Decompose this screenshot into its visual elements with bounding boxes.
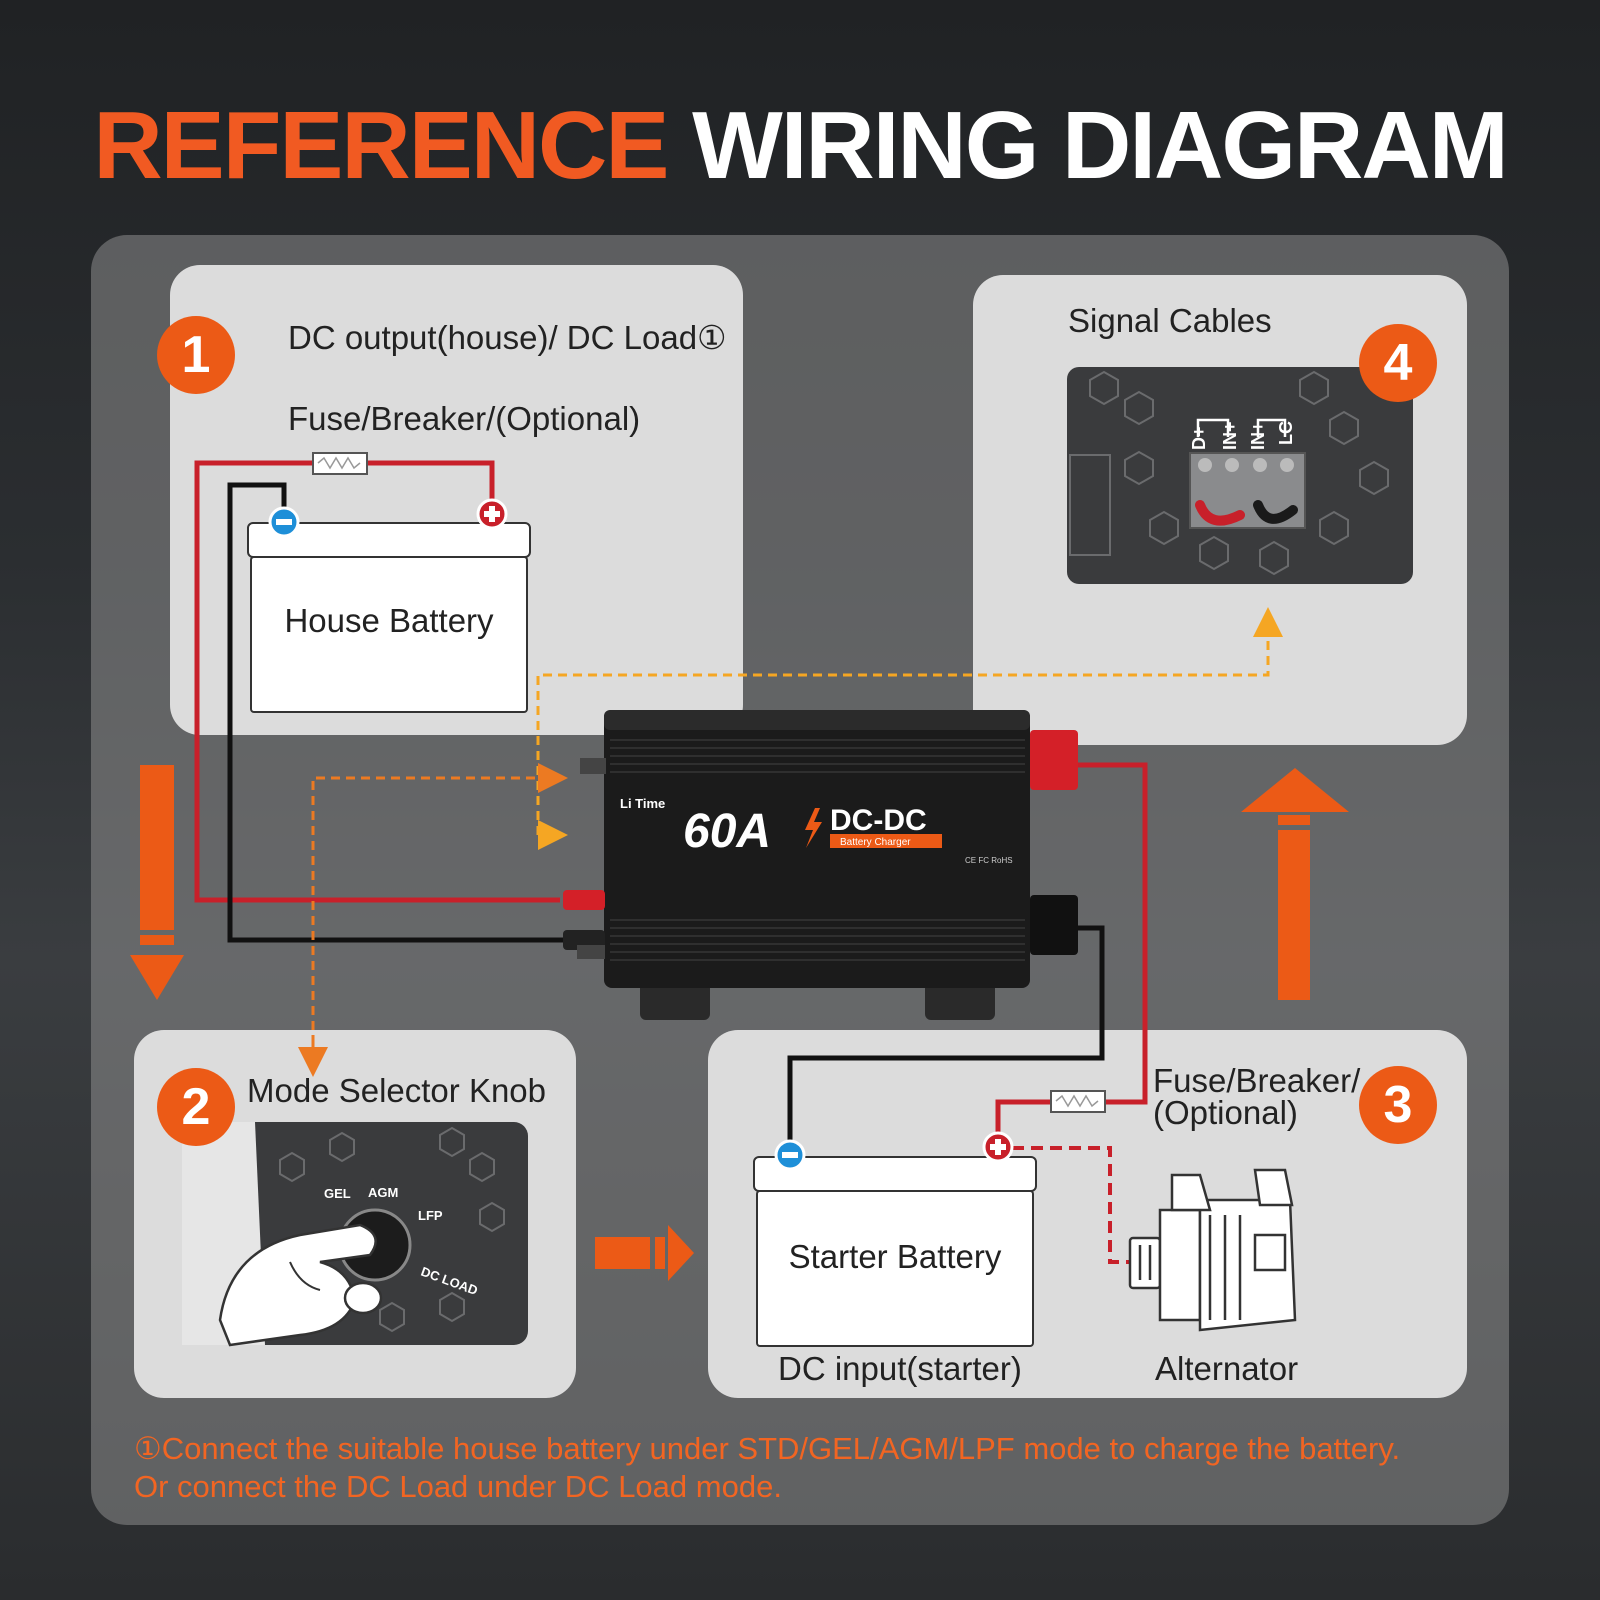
starter-positive-wire	[995, 762, 1148, 1143]
title-highlight: REFERENCE	[93, 92, 669, 199]
signal-terminal-image: D+ IN+ IN+ LC	[1067, 367, 1413, 584]
flow-arrow-down	[130, 765, 184, 1000]
starter-fuse-label-2: (Optional)	[1153, 1094, 1298, 1131]
page-title: REFERENCE WIRING DIAGRAM	[0, 98, 1600, 194]
device-brand: Li Time	[620, 796, 665, 811]
house-output-label: DC output(house)/ DC Load①	[288, 319, 727, 356]
starter-battery	[753, 1131, 1037, 1347]
terminal-lc: LC	[1276, 421, 1296, 445]
step-badge-3: 3	[1359, 1066, 1437, 1144]
alternator-label: Alternator	[1155, 1350, 1299, 1387]
terminal-in-plus-1: IN+	[1220, 421, 1240, 450]
title-main: WIRING DIAGRAM	[692, 92, 1509, 199]
flow-arrow-right	[595, 1225, 694, 1281]
lightning-icon	[805, 808, 822, 848]
step-badge-4: 4	[1359, 324, 1437, 402]
alternator-image	[1128, 1168, 1297, 1332]
knob-mode-lfp: LFP	[418, 1208, 443, 1223]
step-badge-1: 1	[157, 316, 235, 394]
starter-battery-label: Starter Battery	[788, 1238, 1002, 1275]
mode-selector-label: Mode Selector Knob	[247, 1072, 547, 1109]
mode-knob-image: GEL AGM LFP DC LOAD	[182, 1122, 528, 1347]
knob-mode-agm: AGM	[368, 1185, 398, 1200]
knob-mode-gel: GEL	[324, 1186, 351, 1201]
device-model: DC-DC	[830, 804, 927, 837]
signal-line-to-cables	[536, 607, 1283, 835]
device-rating: 60A	[683, 805, 771, 858]
footnote-line-1: ①Connect the suitable house battery unde…	[134, 1431, 1401, 1466]
house-positive-wire	[194, 460, 560, 903]
device-certs: CE FC RoHS	[965, 856, 1013, 865]
starter-negative-wire	[787, 925, 1105, 1153]
footnote-line-2: Or connect the DC Load under DC Load mod…	[134, 1469, 782, 1504]
device-subtitle: Battery Charger	[840, 837, 911, 848]
step-badge-2: 2	[157, 1068, 235, 1146]
footnote: ①Connect the suitable house battery unde…	[134, 1430, 1534, 1506]
dc-input-label: DC input(starter)	[778, 1350, 1022, 1387]
house-battery	[247, 498, 531, 713]
dc-dc-charger: Li Time 60A DC-DC Battery Charger CE FC …	[563, 710, 1078, 1020]
house-fuse-label: Fuse/Breaker/(Optional)	[288, 400, 641, 437]
terminal-in-plus-2: IN+	[1248, 421, 1268, 450]
flow-arrow-up	[1241, 768, 1349, 1000]
terminal-d-plus: D+	[1189, 426, 1209, 450]
house-battery-label: House Battery	[284, 602, 494, 639]
knob-line	[311, 763, 568, 1060]
starter-fuse-label-1: Fuse/Breaker/	[1153, 1062, 1361, 1099]
alternator-wire	[1012, 1146, 1135, 1264]
house-negative-wire	[227, 482, 570, 943]
signal-cables-label: Signal Cables	[1068, 302, 1272, 339]
